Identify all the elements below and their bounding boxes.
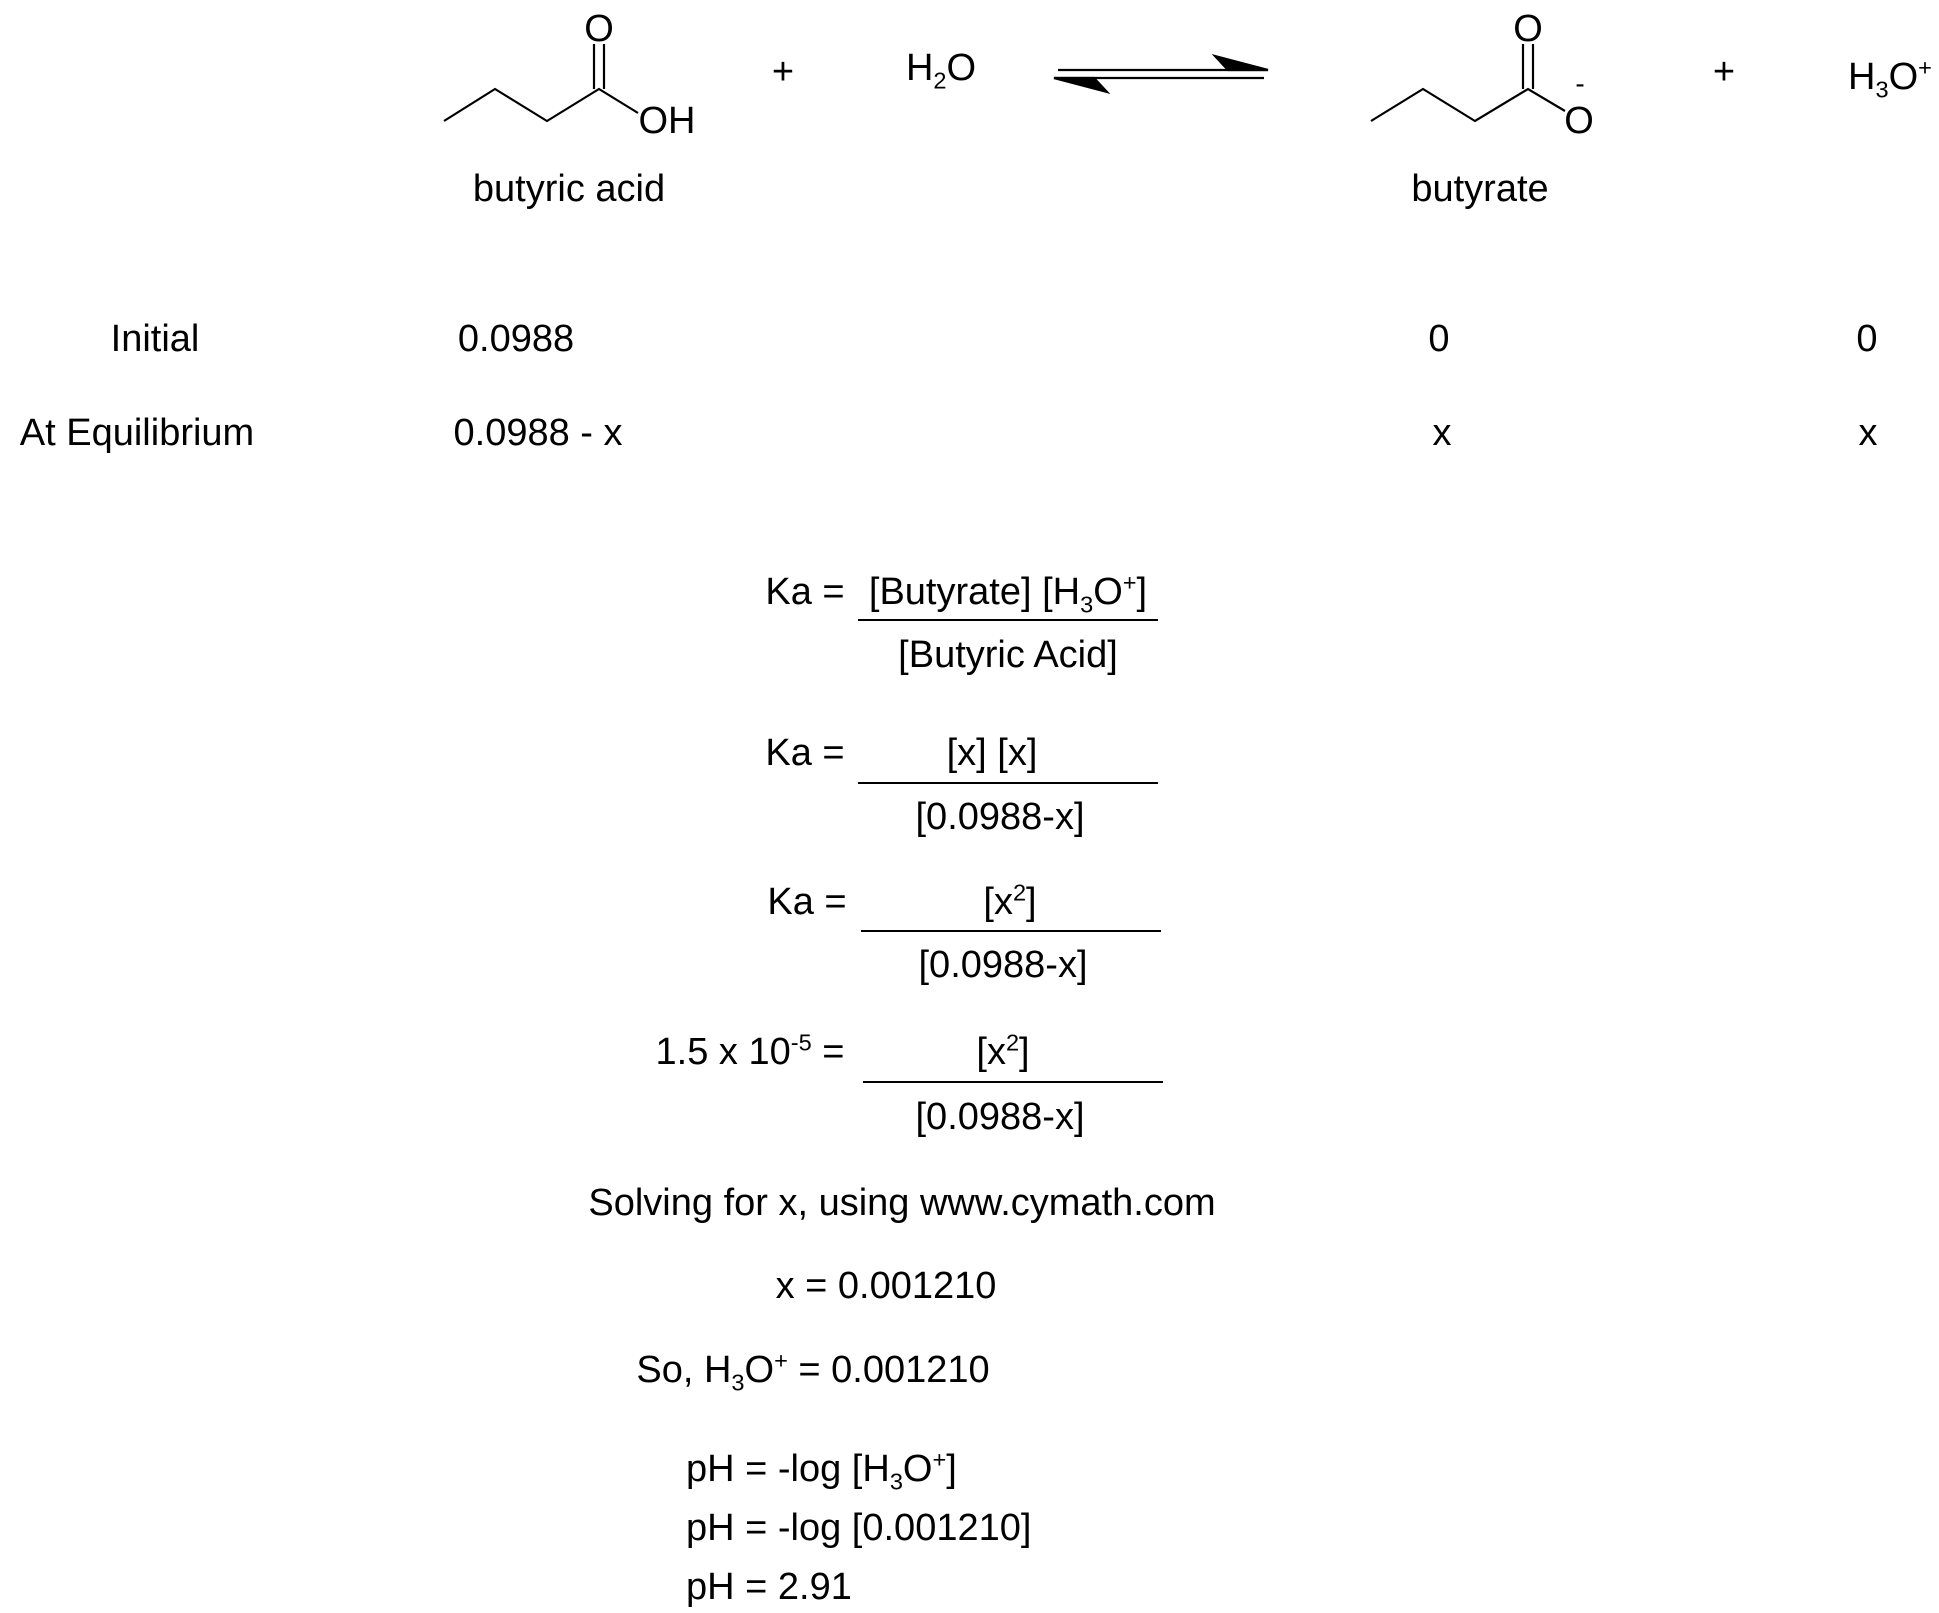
ph-formula: pH = -log [H3O+] <box>686 1446 957 1495</box>
ka-lhs: Ka = <box>765 571 845 613</box>
ka-value-lhs: 1.5 x 10-5 = <box>655 1029 845 1073</box>
butyric-acid-label: butyric acid <box>472 168 666 210</box>
ka-numerator: [x] [x] <box>946 732 1038 774</box>
plus-sign: + <box>771 51 795 93</box>
ka-denominator: [0.0988-x] <box>915 1096 1085 1138</box>
fraction-bar <box>863 1081 1163 1083</box>
h3o-concentration: So, H3O+ = 0.001210 <box>636 1347 990 1396</box>
butyrate-skeleton <box>1370 44 1566 123</box>
ka-lhs: Ka = <box>765 732 845 774</box>
initial-h3o: 0 <box>1856 318 1878 360</box>
negative-charge: - <box>1575 68 1585 99</box>
x-value: x = 0.001210 <box>775 1265 997 1307</box>
ka-denominator: [0.0988-x] <box>915 796 1085 838</box>
equilibrium-h3o: x <box>1858 412 1878 454</box>
equilibrium-acid: 0.0988 - x <box>453 412 623 454</box>
ph-substitution: pH = -log [0.001210] <box>686 1507 1032 1549</box>
butyrate-label: butyrate <box>1411 168 1549 210</box>
ka-numerator: [Butyrate] [H3O+] <box>868 569 1148 618</box>
solving-note: Solving for x, using www.cymath.com <box>588 1182 1216 1224</box>
initial-acid: 0.0988 <box>457 318 575 360</box>
ka-numerator: [x2] <box>976 1029 1030 1073</box>
ph-result: pH = 2.91 <box>686 1566 852 1608</box>
equilibrium-arrows <box>1053 53 1269 95</box>
fraction-bar <box>861 930 1161 932</box>
fraction-bar <box>858 619 1158 621</box>
initial-base: 0 <box>1428 318 1450 360</box>
carbonyl-oxygen: O <box>584 8 614 50</box>
row-label-equilibrium: At Equilibrium <box>19 412 255 454</box>
water-formula: H2O <box>905 47 977 94</box>
butyric-acid-skeleton <box>443 44 639 123</box>
carboxylate-oxygen: O <box>1564 100 1594 142</box>
ka-denominator: [Butyric Acid] <box>898 634 1118 676</box>
ka-numerator: [x2] <box>983 879 1037 923</box>
fraction-bar <box>858 782 1158 784</box>
row-label-initial: Initial <box>110 318 200 360</box>
plus-sign: + <box>1712 51 1736 93</box>
ka-lhs: Ka = <box>767 881 847 923</box>
carbonyl-oxygen: O <box>1513 8 1543 50</box>
hydronium-formula: H3O+ <box>1848 54 1932 103</box>
ka-denominator: [0.0988-x] <box>918 944 1088 986</box>
hydroxyl-group: OH <box>638 100 696 142</box>
equilibrium-base: x <box>1432 412 1452 454</box>
